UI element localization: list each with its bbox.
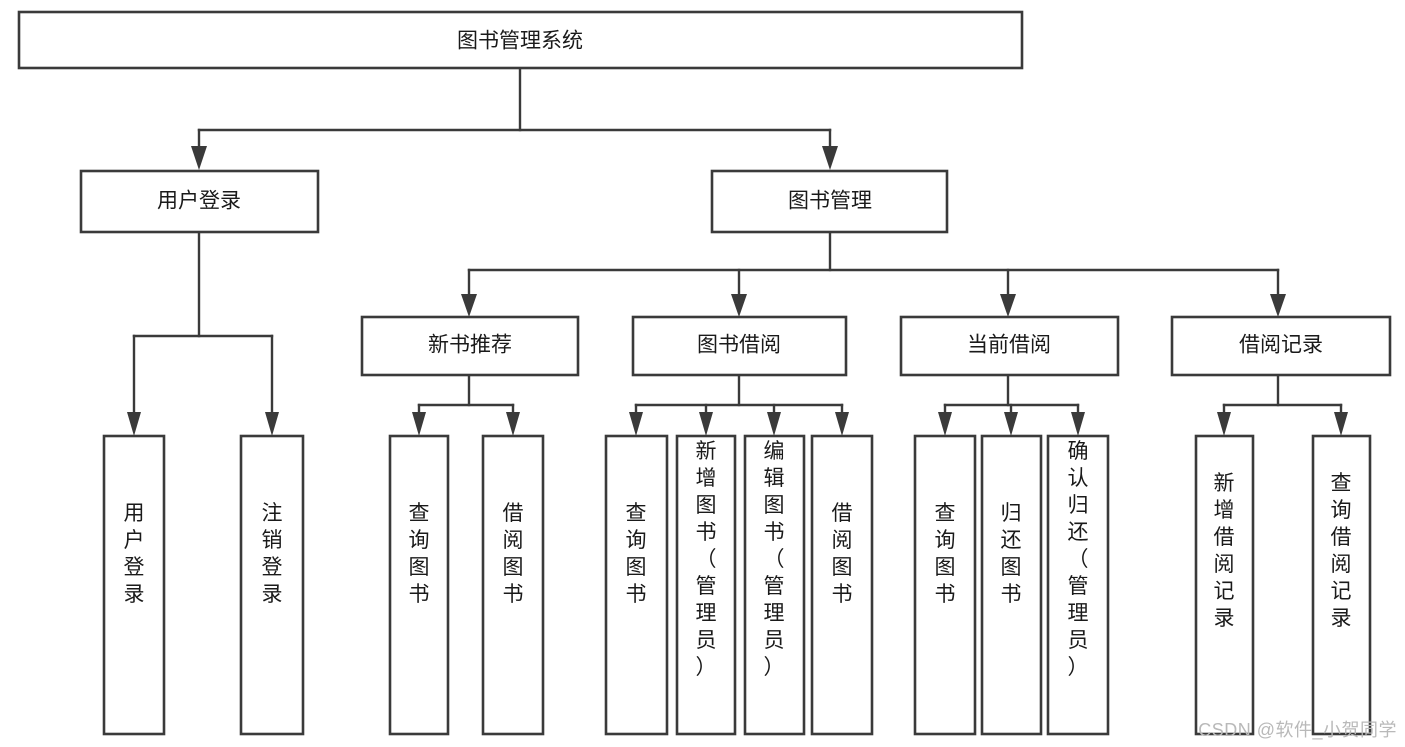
node-root[interactable]: 图书管理系统 [17, 10, 1024, 70]
arrow-head-book-borrow [731, 294, 747, 317]
node-leaf-logout-login-label: 注销登录 [262, 502, 283, 606]
arrow-head-new-book-recommend [461, 294, 477, 317]
node-leaf-query-borrow-record-box[interactable] [1311, 434, 1372, 736]
node-leaf-confirm-return-label: 确认归还（管理员） [1068, 440, 1089, 679]
connector-group-borrow-record [1217, 373, 1348, 436]
connector-group-user-login [127, 230, 279, 436]
arrow-head-borrow-record [1270, 294, 1286, 317]
node-new-book-recommend-box[interactable] [360, 315, 580, 377]
node-leaf-query-book-2[interactable]: 查询图书 [604, 434, 669, 736]
node-leaf-user-login-box[interactable] [102, 434, 166, 736]
arrow-head-leaf-edit-book [767, 412, 781, 436]
node-leaf-user-login[interactable]: 用户登录 [102, 434, 166, 736]
arrow-head-leaf-return-book [1004, 412, 1018, 436]
node-root-box[interactable] [17, 10, 1024, 70]
node-leaf-add-book-label: 新增图书（管理员） [696, 440, 717, 679]
csdn-watermark: CSDN @软件_小贺同学 [1198, 720, 1397, 740]
node-book-borrow-label: 图书借阅 [697, 334, 781, 357]
node-user-login-box[interactable] [79, 169, 320, 234]
node-leaf-user-login-label: 用户登录 [124, 502, 145, 606]
node-leaf-logout-login-box[interactable] [239, 434, 305, 736]
node-leaf-borrow-book-2[interactable]: 借阅图书 [810, 434, 874, 736]
node-current-borrow-label: 当前借阅 [967, 334, 1051, 357]
node-leaf-confirm-return[interactable]: 确认归还（管理员） [1046, 434, 1110, 736]
node-current-borrow-box[interactable] [899, 315, 1120, 377]
arrow-head-leaf-borrow-book-2 [835, 412, 849, 436]
node-borrow-record-box[interactable] [1170, 315, 1392, 377]
node-book-borrow-box[interactable] [631, 315, 848, 377]
node-leaf-return-book[interactable]: 归还图书 [980, 434, 1043, 736]
connector-group-current-borrow [938, 373, 1085, 436]
node-new-book-recommend-label: 新书推荐 [428, 334, 512, 357]
arrow-head-leaf-add-book [699, 412, 713, 436]
arrow-head-leaf-confirm-return [1071, 412, 1085, 436]
connector-group-book-management [461, 230, 1286, 317]
node-leaf-query-book-3-box[interactable] [913, 434, 977, 736]
arrow-head-leaf-borrow-book-1 [506, 412, 520, 436]
node-user-login-label: 用户登录 [157, 190, 241, 213]
node-leaf-borrow-book-2-box[interactable] [810, 434, 874, 736]
node-leaf-borrow-book-1-label: 借阅图书 [503, 502, 524, 606]
node-leaf-return-book-box[interactable] [980, 434, 1043, 736]
node-leaf-query-book-3-label: 查询图书 [935, 502, 956, 606]
node-leaf-query-book-2-box[interactable] [604, 434, 669, 736]
node-leaf-add-borrow-record-box[interactable] [1194, 434, 1255, 736]
node-leaf-add-borrow-record-label: 新增借阅记录 [1214, 472, 1235, 630]
node-leaf-add-book-box[interactable] [675, 434, 737, 736]
connector-group-new-book-recommend [412, 373, 520, 436]
node-leaf-borrow-book-1[interactable]: 借阅图书 [481, 434, 545, 736]
node-leaf-edit-book[interactable]: 编辑图书（管理员） [743, 434, 806, 736]
node-book-borrow[interactable]: 图书借阅 [631, 315, 848, 377]
arrow-head-leaf-query-book-3 [938, 412, 952, 436]
arrow-head-leaf-query-borrow-record [1334, 412, 1348, 436]
node-book-management-label: 图书管理 [788, 190, 872, 213]
arrow-head-book-management [822, 146, 838, 170]
node-leaf-query-book-2-label: 查询图书 [626, 502, 647, 606]
node-leaf-borrow-book-2-label: 借阅图书 [832, 502, 853, 606]
node-borrow-record[interactable]: 借阅记录 [1170, 315, 1392, 377]
node-book-management-box[interactable] [710, 169, 949, 234]
arrow-head-user-login [191, 146, 207, 170]
node-leaf-query-borrow-record[interactable]: 查询借阅记录 [1311, 434, 1372, 736]
arrow-head-leaf-logout-login [265, 412, 279, 436]
node-user-login[interactable]: 用户登录 [79, 169, 320, 234]
node-leaf-edit-book-label: 编辑图书（管理员） [764, 440, 785, 679]
node-leaf-logout-login[interactable]: 注销登录 [239, 434, 305, 736]
node-book-management[interactable]: 图书管理 [710, 169, 949, 234]
arrow-head-leaf-user-login [127, 412, 141, 436]
arrow-head-leaf-query-book-1 [412, 412, 426, 436]
node-root-label: 图书管理系统 [457, 30, 583, 53]
node-current-borrow[interactable]: 当前借阅 [899, 315, 1120, 377]
node-leaf-query-book-3[interactable]: 查询图书 [913, 434, 977, 736]
arrow-head-current-borrow [1000, 294, 1016, 317]
node-leaf-return-book-label: 归还图书 [1001, 502, 1022, 606]
node-leaf-query-borrow-record-label: 查询借阅记录 [1331, 472, 1352, 630]
node-borrow-record-label: 借阅记录 [1239, 334, 1323, 357]
arrow-head-leaf-query-book-2 [629, 412, 643, 436]
connector-group-root [191, 66, 838, 170]
node-leaf-borrow-book-1-box[interactable] [481, 434, 545, 736]
connector-group-book-borrow [629, 373, 849, 436]
arrow-head-leaf-add-borrow-record [1217, 412, 1231, 436]
node-leaf-add-book[interactable]: 新增图书（管理员） [675, 434, 737, 736]
node-leaf-edit-book-box[interactable] [743, 434, 806, 736]
node-leaf-confirm-return-box[interactable] [1046, 434, 1110, 736]
node-leaf-query-book-1[interactable]: 查询图书 [388, 434, 450, 736]
node-new-book-recommend[interactable]: 新书推荐 [360, 315, 580, 377]
node-leaf-query-book-1-box[interactable] [388, 434, 450, 736]
node-leaf-add-borrow-record[interactable]: 新增借阅记录 [1194, 434, 1255, 736]
node-leaf-query-book-1-label: 查询图书 [409, 502, 430, 606]
